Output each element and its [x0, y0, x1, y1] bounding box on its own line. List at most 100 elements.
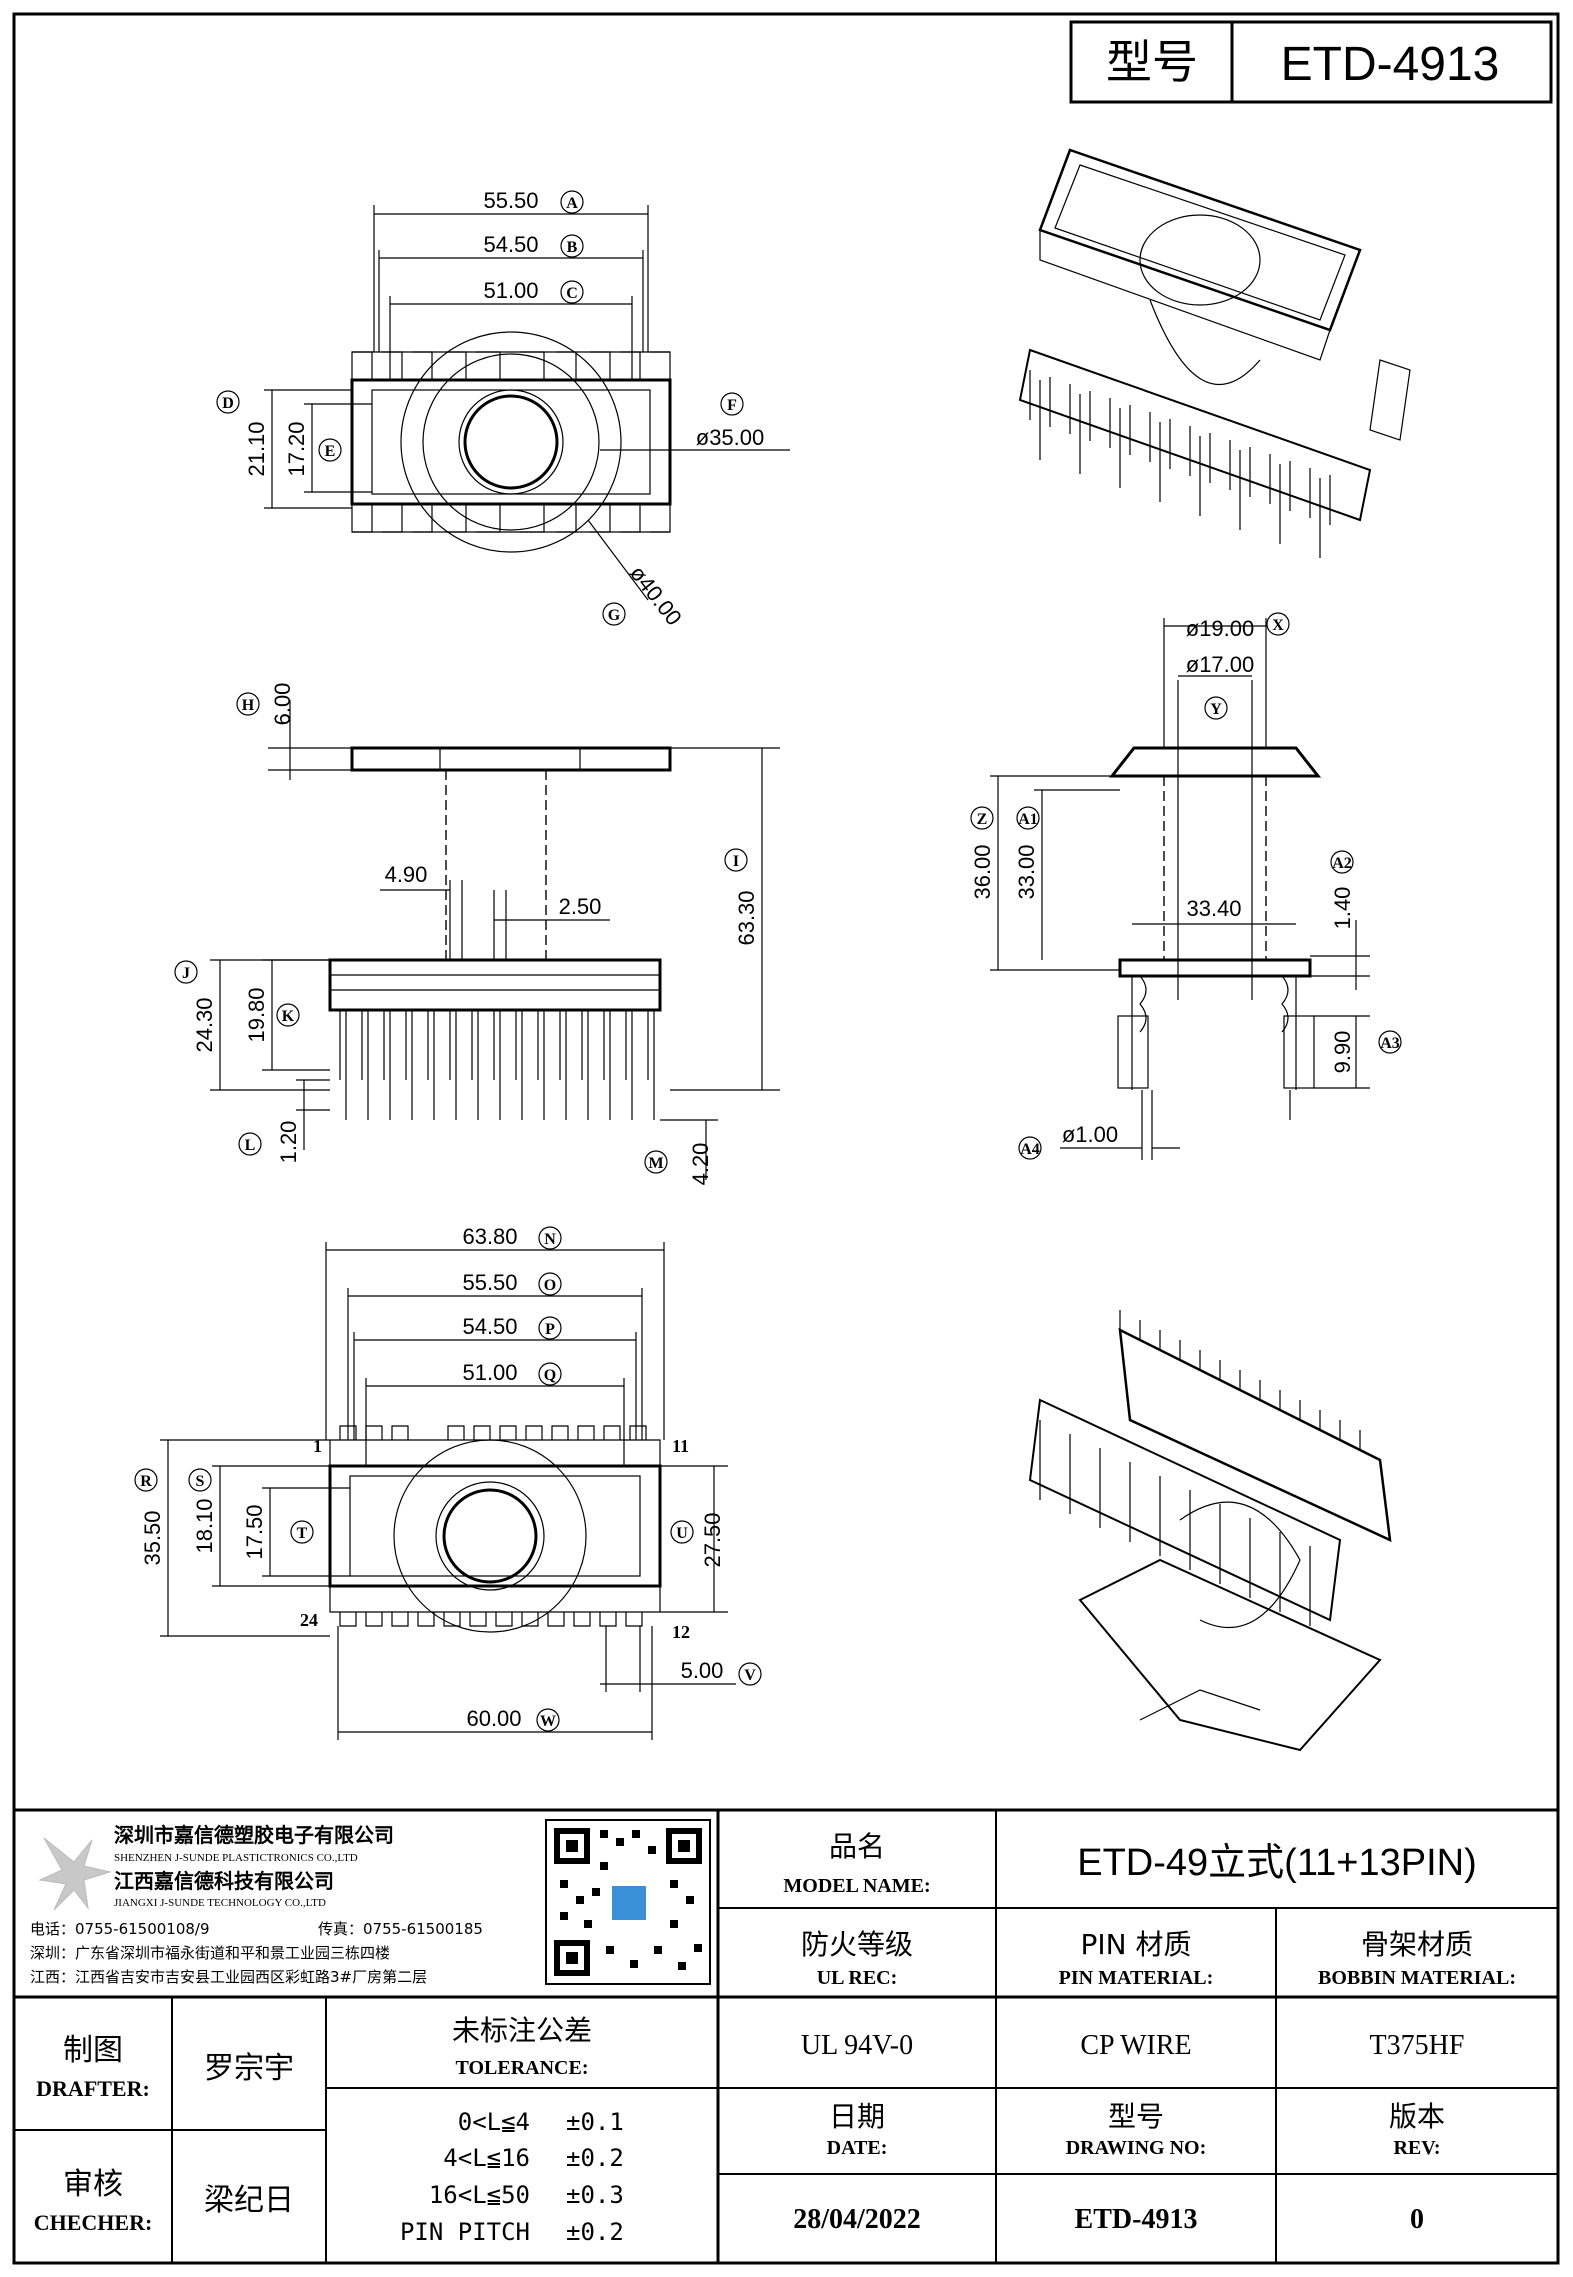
dim-54-50-b: 54.50	[462, 1314, 517, 1339]
company-name-cn: 深圳市嘉信德塑胶电子有限公司	[114, 1823, 394, 1847]
svg-text:G: G	[608, 607, 621, 624]
svg-text:A1: A1	[1018, 811, 1038, 828]
dim-54-50: 54.50	[483, 232, 538, 257]
company-fax: 传真：0755-61500185	[318, 1920, 483, 1938]
top-view: 55.50 54.50 51.00 21.10 17.20 ø35.00 ø40…	[216, 188, 790, 630]
rev-value: 0	[1410, 2204, 1424, 2235]
bobbin-value: T375HF	[1370, 2030, 1465, 2061]
dim-18-10: 18.10	[192, 1498, 217, 1553]
date-label-cn: 日期	[829, 2100, 885, 2133]
date-value: 28/04/2022	[793, 2204, 921, 2235]
dim-55-50-b: 55.50	[462, 1270, 517, 1295]
svg-text:±0.1: ±0.1	[566, 2108, 624, 2136]
dim-phi-1: ø1.00	[1062, 1122, 1118, 1147]
tag-circles-front: H I J K L M	[174, 692, 748, 1174]
front-view: 6.00 4.90 2.50 63.30 24.30 19.80 1.20 4.…	[174, 683, 780, 1185]
pin-label-12: 12	[672, 1622, 690, 1642]
svg-text:±0.2: ±0.2	[566, 2218, 624, 2246]
model-name-label-en: MODEL NAME:	[783, 1875, 930, 1897]
svg-text:X: X	[1272, 617, 1284, 634]
svg-text:PIN PITCH: PIN PITCH	[400, 2218, 530, 2246]
svg-text:Q: Q	[544, 1367, 556, 1384]
svg-text:L: L	[245, 1137, 256, 1154]
bobbin-label-cn: 骨架材质	[1361, 1928, 1473, 1961]
dim-33-00: 33.00	[1014, 844, 1039, 899]
dim-35-50: 35.50	[140, 1510, 165, 1565]
svg-text:J: J	[182, 965, 190, 982]
pin-label-11: 11	[672, 1436, 689, 1456]
dim-1-40: 1.40	[1330, 887, 1355, 930]
company-address-jx: 江西：江西省吉安市吉安县工业园西区彩虹路3#厂房第二层	[30, 1968, 427, 1986]
svg-text:V: V	[744, 1667, 756, 1684]
iso-view-bottom	[1028, 1310, 1392, 1752]
company-address-sz: 深圳：广东省深圳市福永街道和平和景工业园三栋四楼	[30, 1944, 390, 1962]
pin-label-24: 24	[300, 1610, 318, 1630]
ul-label-en: UL REC:	[817, 1967, 898, 1989]
dim-1-20: 1.20	[276, 1121, 301, 1164]
dim-63-30: 63.30	[734, 890, 759, 945]
tolerance-label-en: TOLERANCE:	[456, 2057, 589, 2079]
svg-text:U: U	[676, 1525, 688, 1542]
qr-code-icon	[545, 1819, 711, 1985]
drawing-label-en: DRAWING NO:	[1066, 2137, 1207, 2159]
iso-view-top	[1018, 148, 1411, 558]
svg-text:T: T	[297, 1525, 308, 1542]
dim-phi-19: ø19.00	[1186, 616, 1255, 641]
company-logo	[38, 1837, 112, 1911]
company-name-en: SHENZHEN J-SUNDE PLASTICTRONICS CO.,LTD	[114, 1852, 358, 1864]
svg-text:±0.2: ±0.2	[566, 2144, 624, 2172]
svg-text:R: R	[140, 1473, 152, 1490]
side-view: ø19.00 ø17.00 36.00 33.00 33.40 1.40 9.9…	[970, 612, 1402, 1160]
svg-text:P: P	[545, 1321, 555, 1338]
tag-circles-bottom: N O P Q R S T U V W	[134, 1226, 762, 1732]
tag-circles-side: X Y Z A1 A2 A3 A4	[970, 612, 1402, 1160]
svg-text:A3: A3	[1380, 1035, 1400, 1052]
drawing-label-cn: 型号	[1108, 2100, 1164, 2133]
svg-text:S: S	[196, 1473, 205, 1490]
dim-27-50: 27.50	[700, 1512, 725, 1567]
svg-text:E: E	[325, 443, 336, 460]
tolerance-table: 0<L≦4 ±0.1 4<L≦16 ±0.2 16<L≦50 ±0.3 PIN …	[400, 2108, 624, 2246]
svg-text:I: I	[733, 853, 739, 870]
checker-value: 梁纪日	[204, 2183, 294, 2218]
pin-label-en: PIN MATERIAL:	[1059, 1967, 1214, 1989]
svg-text:4<L≦16: 4<L≦16	[443, 2144, 530, 2172]
dim-6-00: 6.00	[270, 683, 295, 726]
svg-text:K: K	[282, 1008, 295, 1025]
svg-text:F: F	[727, 397, 737, 414]
header-model-box: 型号 ETD-4913	[1069, 20, 1553, 104]
svg-text:C: C	[566, 285, 578, 302]
ul-label-cn: 防火等级	[801, 1928, 913, 1961]
dim-5-00: 5.00	[681, 1658, 724, 1683]
dim-51-00-b: 51.00	[462, 1360, 517, 1385]
drafter-label-cn: 制图	[63, 2033, 123, 2068]
dim-2-50: 2.50	[559, 894, 602, 919]
svg-text:0<L≦4: 0<L≦4	[458, 2108, 530, 2136]
rev-label-en: REV:	[1393, 2137, 1440, 2159]
dim-24-30: 24.30	[192, 997, 217, 1052]
bobbin-label-en: BOBBIN MATERIAL:	[1318, 1967, 1516, 1989]
dim-60-00: 60.00	[466, 1706, 521, 1731]
company2-name-en: JIANGXI J-SUNDE TECHNOLOGY CO.,LTD	[114, 1897, 326, 1909]
dim-17-50: 17.50	[242, 1504, 267, 1559]
drafter-value: 罗宗宇	[204, 2051, 294, 2086]
ul-value: UL 94V-0	[801, 2030, 913, 2061]
drawing-value: ETD-4913	[1075, 2204, 1198, 2235]
pin-value: CP WIRE	[1080, 2030, 1191, 2061]
tag-circles-top: A B C D E F G	[216, 190, 744, 626]
header-model-value: ETD-4913	[1281, 38, 1500, 91]
rev-label-cn: 版本	[1389, 2100, 1445, 2133]
svg-text:A4: A4	[1020, 1141, 1040, 1158]
dim-phi-17: ø17.00	[1186, 652, 1255, 677]
svg-text:A: A	[566, 195, 578, 212]
pin-label-1: 1	[313, 1436, 322, 1456]
pin-label-cn: PIN 材质	[1081, 1928, 1192, 1961]
svg-text:Y: Y	[1210, 701, 1222, 718]
dim-36-00: 36.00	[970, 844, 995, 899]
header-model-label: 型号	[1106, 35, 1198, 89]
date-label-en: DATE:	[827, 2137, 888, 2159]
svg-text:H: H	[242, 697, 255, 714]
tolerance-label-cn: 未标注公差	[452, 2014, 592, 2047]
dim-55-50: 55.50	[483, 188, 538, 213]
